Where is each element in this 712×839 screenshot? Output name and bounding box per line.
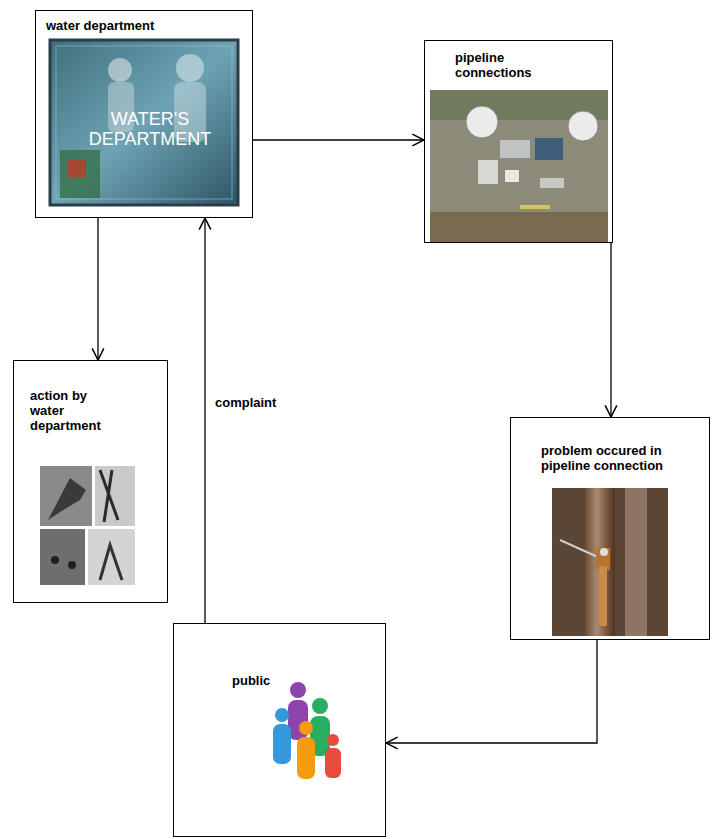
box-title: problem occured in pipeline connection [541, 444, 701, 474]
flow-arrow [253, 139, 424, 140]
box-title: action by water department [30, 389, 120, 434]
pipeline-picture [430, 90, 608, 242]
process-box: public [173, 623, 386, 837]
edge-label: complaint [213, 395, 278, 410]
flow-arrow [386, 640, 597, 743]
process-box: problem occured in pipeline connection [510, 417, 710, 640]
box-title: pipeline connections [455, 51, 565, 81]
process-box: action by water department [13, 360, 168, 603]
box-title: public [232, 674, 352, 689]
process-box: water department [35, 10, 253, 218]
flow-arrow [97, 218, 98, 360]
box-title: water department [46, 19, 236, 34]
broken-pipe-picture [552, 488, 668, 636]
flow-arrow [610, 243, 611, 417]
flow-arrow [204, 218, 205, 623]
people-icon [273, 682, 341, 779]
picture-caption: WATER'S DEPARTMENT [80, 110, 220, 150]
process-box: pipeline connections [424, 40, 613, 243]
water-department-picture [50, 40, 238, 205]
action-picture [40, 466, 135, 585]
